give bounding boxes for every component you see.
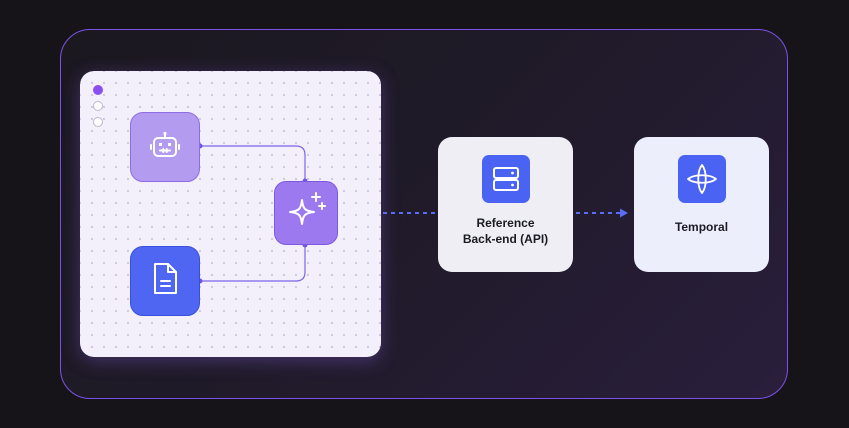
robot-icon — [149, 129, 181, 166]
backend-label: Reference Back-end (API) — [462, 216, 549, 246]
ai-node[interactable] — [274, 181, 338, 245]
document-icon — [150, 262, 180, 301]
temporal-card[interactable]: Temporal — [634, 137, 769, 272]
sparkle-icon — [285, 190, 327, 237]
temporal-icon — [677, 155, 726, 203]
agent-node[interactable] — [130, 112, 200, 182]
server-icon — [481, 155, 530, 203]
document-node[interactable] — [130, 246, 200, 316]
backend-card[interactable]: Reference Back-end (API) — [438, 137, 573, 272]
window-dot — [93, 117, 103, 127]
window-dot-active — [93, 85, 103, 95]
temporal-label: Temporal — [674, 220, 729, 234]
window-dot — [93, 101, 103, 111]
